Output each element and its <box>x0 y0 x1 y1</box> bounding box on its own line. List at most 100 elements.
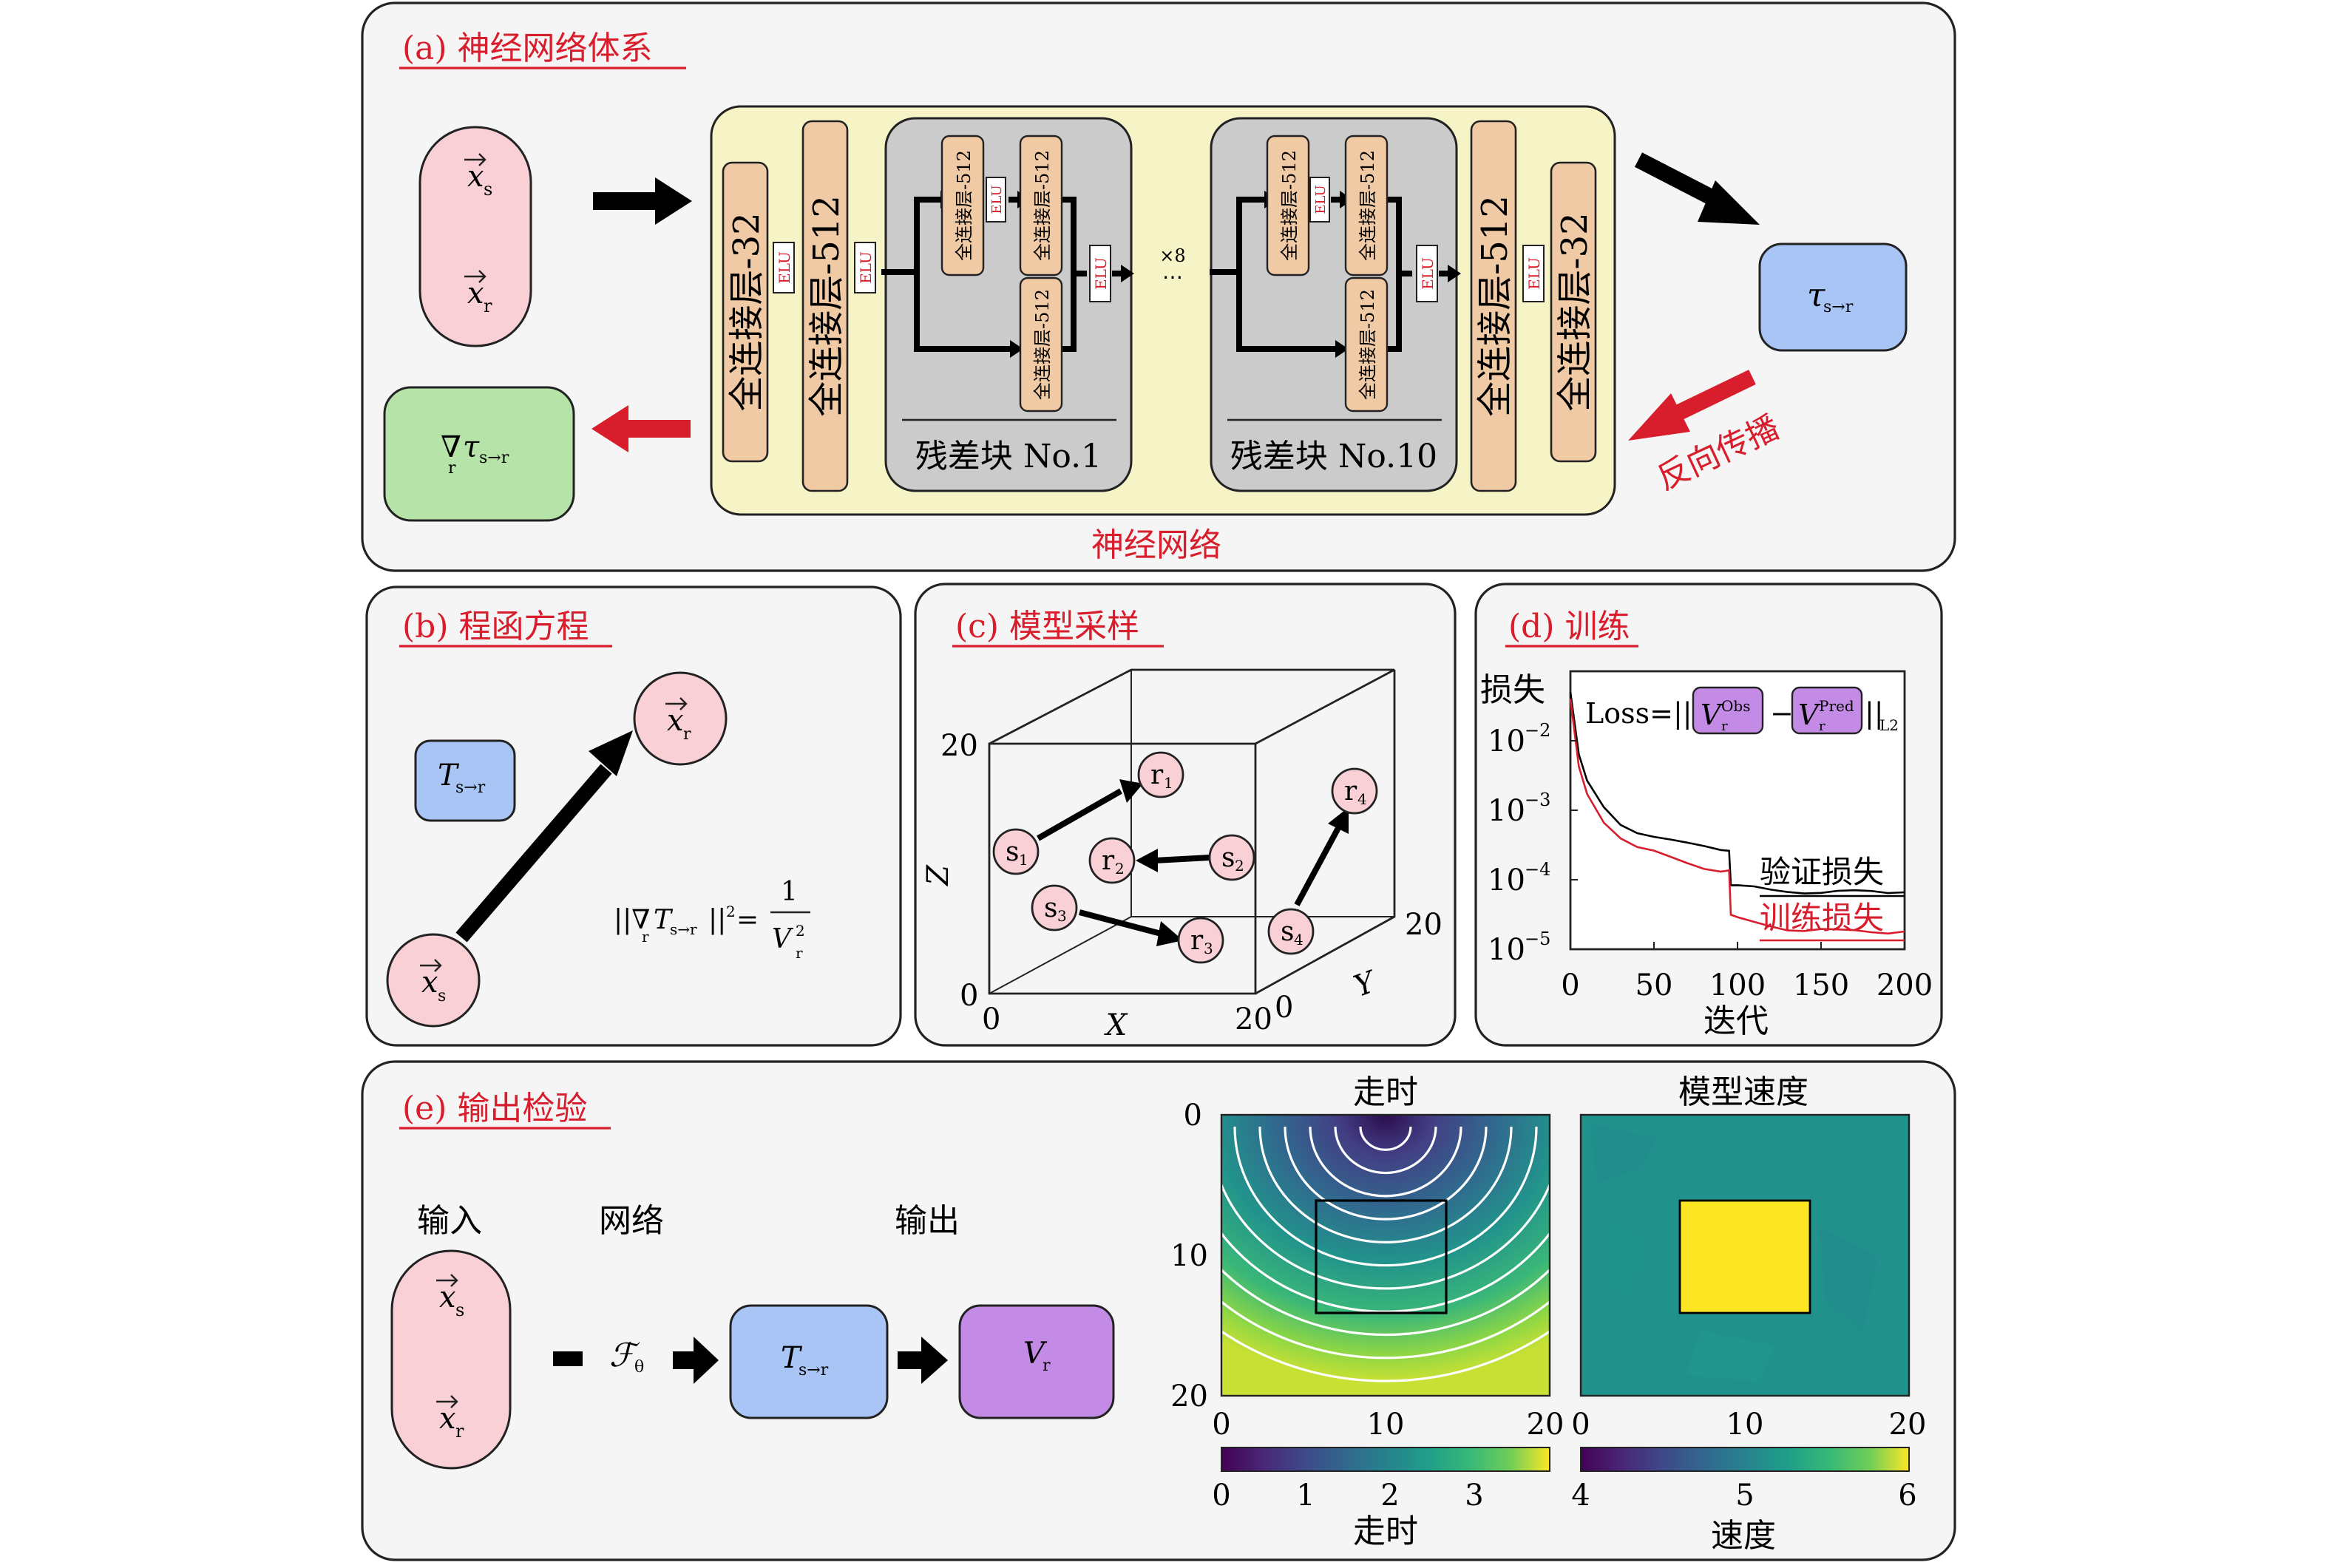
ytick-label: 10 <box>1488 724 1525 758</box>
tau-sub: s→r <box>1823 298 1854 316</box>
map1-xtick-10: 10 <box>1367 1408 1405 1442</box>
T-sub: s→r <box>455 778 486 797</box>
input-pill-e: x s x r <box>390 1249 512 1470</box>
T-box: T s→r <box>414 739 516 822</box>
traveltime-map <box>1220 1113 1551 1397</box>
sample-point-label: s <box>1221 843 1235 873</box>
V-output-sub: r <box>1043 1357 1051 1375</box>
loss-series-1 <box>1569 699 1905 935</box>
ytick-exp: −5 <box>1525 929 1550 949</box>
contour-line <box>1359 1126 1412 1151</box>
ytick-exp: −3 <box>1525 790 1550 810</box>
xr-circle-b: x r <box>633 671 728 766</box>
elu-label-4: ELU <box>1419 257 1437 290</box>
sample-point-label: r <box>1344 776 1357 807</box>
repeat-count: ×8 <box>1159 245 1185 266</box>
cbar2-label: 速度 <box>1711 1517 1776 1555</box>
grad-tau-sub: s→r <box>479 449 509 467</box>
elu-label-5: ELU <box>1525 257 1543 290</box>
eikonal-equation: ||∇ r T s→r || 2 = 1 V 2 r <box>614 877 810 962</box>
res1-fc-c: 全连接层-512 <box>1032 289 1053 400</box>
res10-label: 残差块 No.10 <box>1230 438 1437 475</box>
map1-xtick-20: 20 <box>1527 1408 1564 1442</box>
ytick-label: 10 <box>1488 863 1525 897</box>
arrow-e-1 <box>673 1337 719 1384</box>
arrow-to-gradient <box>591 405 691 452</box>
xr-circle-letter: x <box>667 704 684 738</box>
eq-sub-r: r <box>642 928 649 946</box>
xr-sub-e: r <box>455 1421 464 1442</box>
elu-label-2: ELU <box>857 251 875 284</box>
residual-block-10: 残差块 No.10 全连接层-512 ELU 全连接层-512 全连接层-512 <box>1210 117 1458 492</box>
eq-eq: = <box>736 905 759 935</box>
tau-symbol: τ <box>1807 276 1825 314</box>
xr-label-e: x <box>439 1402 456 1436</box>
elu-label-3: ELU <box>1092 257 1110 290</box>
xs-circle-letter: x <box>421 965 438 999</box>
contour-line <box>1221 1329 1550 1382</box>
cbar2-tick-6: 6 <box>1898 1479 1916 1513</box>
V-output-box: V r <box>958 1304 1115 1419</box>
fc512-label-left: 全连接层-512 <box>806 195 847 417</box>
elu-box-3: ELU <box>1089 245 1111 302</box>
sample-point-sub: 3 <box>1204 940 1213 957</box>
loss-norm: L2 <box>1879 716 1899 734</box>
repeat-ellipsis: ⋯ <box>1162 265 1183 289</box>
tick-x-20: 20 <box>1235 1002 1272 1036</box>
loss-v1-sub: r <box>1721 719 1728 734</box>
arrow-e-2 <box>898 1337 948 1384</box>
sample-point-sub: 2 <box>1115 860 1125 878</box>
elu-box-1: ELU <box>773 242 795 293</box>
cbar1-tick-3: 3 <box>1465 1479 1483 1513</box>
eq-num: 1 <box>781 877 798 907</box>
input-pill-a: x s x r <box>418 126 532 347</box>
xtick-label: 50 <box>1635 968 1673 1002</box>
nabla-sub: r <box>448 459 456 478</box>
xs-circle-sub: s <box>438 987 446 1005</box>
legend-validation: 验证损失 <box>1760 854 1884 890</box>
sampling-arrows <box>1037 779 1349 946</box>
sample-point-label: r <box>1102 846 1115 876</box>
nabla-symbol: ∇ <box>441 430 461 464</box>
fc32-layer-right: 全连接层-32 <box>1550 161 1597 463</box>
T-output-box: T s→r <box>729 1304 889 1419</box>
contour-line <box>1221 1181 1550 1290</box>
panel-d-title: (d) 训练 <box>1508 608 1630 645</box>
elu-box-4: ELU <box>1416 245 1438 302</box>
sample-point-sub: 4 <box>1294 931 1304 948</box>
T-output-sub: s→r <box>799 1361 829 1379</box>
legend-training: 训练损失 <box>1760 900 1884 936</box>
axis-x: X <box>1104 1008 1128 1042</box>
gradient-box: ∇ r τ s→r <box>383 386 575 522</box>
tick-x-0: 0 <box>982 1002 1000 1036</box>
contour-line <box>1284 1126 1488 1221</box>
ytick-exp: −2 <box>1525 720 1550 741</box>
eq-den-sub: r <box>796 944 803 962</box>
backprop-arrow <box>1628 370 1756 441</box>
elu-box-2: ELU <box>854 242 876 293</box>
res1-label: 残差块 No.1 <box>915 438 1102 475</box>
contour-line <box>1221 1231 1550 1313</box>
panel-a-title: (a) 神经网络体系 <box>402 30 653 67</box>
panel-e <box>361 1060 1956 1561</box>
loss-v1: V <box>1701 699 1723 731</box>
panel-c-title: (c) 模型采样 <box>955 608 1139 645</box>
loss-series-0 <box>1569 692 1905 895</box>
cbar2-tick-5: 5 <box>1735 1479 1754 1513</box>
map1-xtick-0: 0 <box>1212 1408 1230 1442</box>
sample-point-label: s <box>1044 893 1057 923</box>
xtick-label: 0 <box>1561 968 1579 1002</box>
res10-elu-a: ELU <box>1313 185 1329 214</box>
xs-label-e: x <box>439 1280 456 1314</box>
map1-ytick-10: 10 <box>1170 1239 1208 1273</box>
map1-ytick-20: 20 <box>1170 1379 1208 1413</box>
map1-title: 走时 <box>1353 1073 1418 1111</box>
cbar1-tick-1: 1 <box>1296 1479 1315 1513</box>
tick-y-20: 20 <box>1405 908 1443 942</box>
xr-circle-sub: r <box>683 725 691 744</box>
